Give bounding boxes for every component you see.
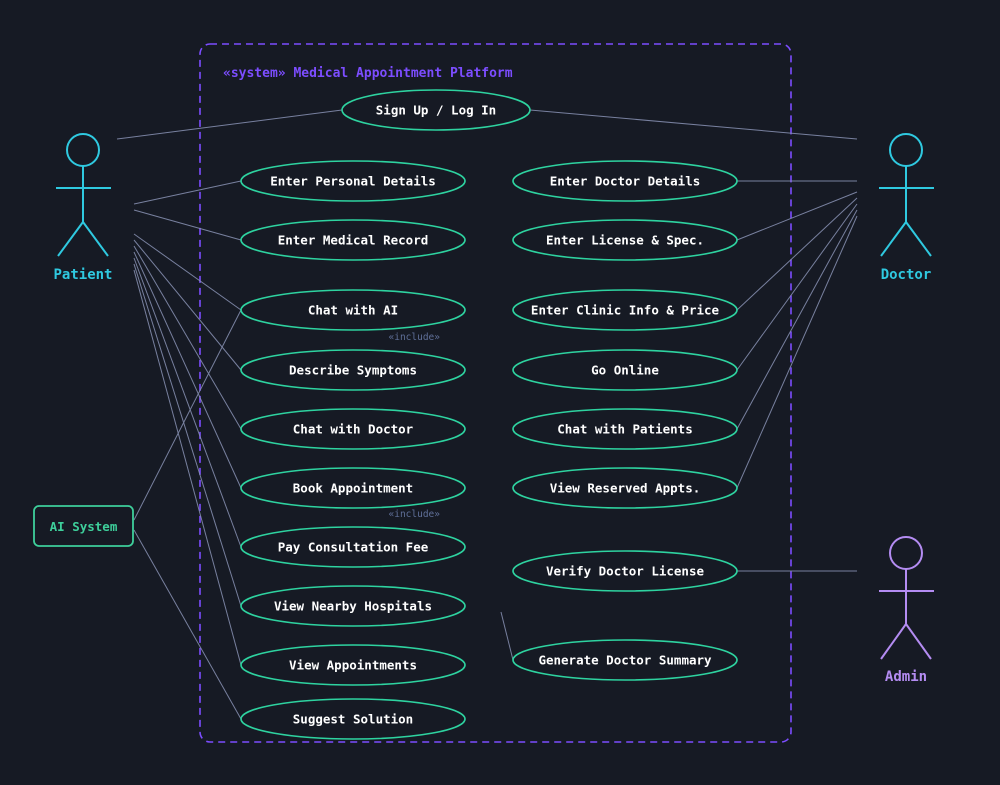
assoc-doctor-go-online <box>736 203 858 371</box>
use-case-personal-details[interactable]: Enter Personal Details <box>240 160 466 202</box>
doctor-stick-figure-icon <box>879 133 934 257</box>
assoc-ai-chat-ai <box>133 309 242 521</box>
svg-text:Book Appointment: Book Appointment <box>293 481 413 496</box>
use-case-reserved-appts[interactable]: View Reserved Appts. <box>512 467 738 509</box>
svg-text:Suggest Solution: Suggest Solution <box>293 712 413 727</box>
use-case-nearby-hospitals[interactable]: View Nearby Hospitals <box>240 585 466 627</box>
svg-text:Pay Consultation Fee: Pay Consultation Fee <box>278 540 429 555</box>
include-label-2: «include» <box>389 509 441 520</box>
use-cases-right: Enter Doctor Details Enter License & Spe… <box>512 160 738 681</box>
doctor-label: Doctor <box>881 267 932 283</box>
assoc-doctor-chat-patients <box>736 209 858 430</box>
assoc-doctor-clinic-info <box>736 197 858 311</box>
svg-text:Chat with AI: Chat with AI <box>308 303 398 318</box>
svg-text:Go Online: Go Online <box>591 363 659 378</box>
assoc-patient-nearby-hospitals <box>133 263 242 607</box>
use-case-verify-license[interactable]: Verify Doctor License <box>512 550 738 592</box>
use-case-describe-symptoms[interactable]: Describe Symptoms <box>240 349 466 391</box>
assoc-doctor-sign-up <box>529 109 858 140</box>
use-case-sign-up[interactable]: Sign Up / Log In <box>341 89 531 131</box>
use-case-doctor-summary[interactable]: Generate Doctor Summary <box>512 639 738 681</box>
svg-text:Describe Symptoms: Describe Symptoms <box>289 363 417 378</box>
ai-system-label: AI System <box>50 519 118 534</box>
use-case-clinic-info[interactable]: Enter Clinic Info & Price <box>512 289 738 331</box>
assoc-patient-describe-symptoms <box>133 239 242 371</box>
svg-text:Enter Personal Details: Enter Personal Details <box>270 174 436 189</box>
svg-text:Enter Medical Record: Enter Medical Record <box>278 233 429 248</box>
system-title: «system» Medical Appointment Platform <box>223 66 513 81</box>
use-cases-left: Sign Up / Log In Enter Personal Details … <box>240 89 531 740</box>
use-case-book-appointment[interactable]: Book Appointment <box>240 467 466 509</box>
svg-text:Generate Doctor Summary: Generate Doctor Summary <box>538 653 712 668</box>
assoc-patient-pay-fee <box>133 257 242 548</box>
association-lines <box>116 109 858 720</box>
assoc-patient-chat-doctor <box>133 245 242 430</box>
svg-text:Chat with Doctor: Chat with Doctor <box>293 422 414 437</box>
use-case-doctor-details[interactable]: Enter Doctor Details <box>512 160 738 202</box>
ai-system-box <box>33 505 134 547</box>
svg-text:Verify Doctor License: Verify Doctor License <box>546 564 705 579</box>
assoc-patient-book-appointment <box>133 251 242 489</box>
assoc-summary <box>500 611 514 661</box>
svg-text:Enter License & Spec.: Enter License & Spec. <box>546 233 704 248</box>
svg-text:Chat with Patients: Chat with Patients <box>557 422 692 437</box>
svg-text:Enter Clinic Info & Price: Enter Clinic Info & Price <box>531 303 720 318</box>
use-case-chat-ai[interactable]: Chat with AI <box>240 289 466 331</box>
assoc-doctor-license <box>736 191 858 241</box>
svg-text:View Reserved Appts.: View Reserved Appts. <box>550 481 701 496</box>
use-case-license-spec[interactable]: Enter License & Spec. <box>512 219 738 261</box>
admin-label: Admin <box>885 669 927 685</box>
ai-system-actor[interactable]: AI System <box>33 505 134 547</box>
use-case-pay-fee[interactable]: Pay Consultation Fee <box>240 526 466 568</box>
admin-stick-figure-icon <box>879 536 934 660</box>
system-boundary <box>199 43 792 743</box>
svg-text:Enter Doctor Details: Enter Doctor Details <box>550 174 701 189</box>
use-case-chat-patients[interactable]: Chat with Patients <box>512 408 738 450</box>
assoc-patient-medical-record <box>133 209 242 241</box>
use-case-medical-record[interactable]: Enter Medical Record <box>240 219 466 261</box>
assoc-patient-sign-up <box>116 109 343 140</box>
assoc-patient-chat-ai <box>133 233 242 311</box>
svg-text:Sign Up / Log In: Sign Up / Log In <box>376 103 496 118</box>
patient-stick-figure-icon <box>56 133 111 257</box>
doctor-actor[interactable]: Doctor <box>879 133 934 283</box>
use-case-go-online[interactable]: Go Online <box>512 349 738 391</box>
assoc-ai-suggest-solution <box>133 529 242 720</box>
assoc-patient-personal-details <box>133 180 242 205</box>
use-case-view-appointments[interactable]: View Appointments <box>240 644 466 686</box>
patient-actor[interactable]: Patient <box>53 133 113 283</box>
svg-text:View Nearby Hospitals: View Nearby Hospitals <box>274 599 432 614</box>
assoc-patient-view-appointments <box>133 269 242 666</box>
patient-label: Patient <box>53 267 112 283</box>
include-label-1: «include» <box>389 332 441 343</box>
use-case-suggest-solution[interactable]: Suggest Solution <box>240 698 466 740</box>
admin-actor[interactable]: Admin <box>879 536 934 685</box>
svg-text:View Appointments: View Appointments <box>289 658 417 673</box>
assoc-doctor-reserved-appts <box>736 215 858 489</box>
use-case-chat-doctor[interactable]: Chat with Doctor <box>240 408 466 450</box>
